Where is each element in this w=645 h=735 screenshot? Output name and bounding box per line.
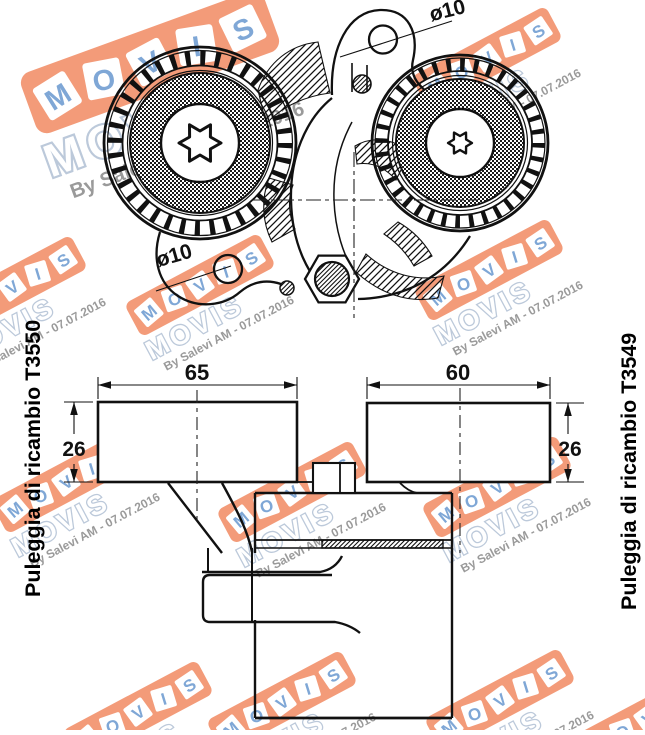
right-pulley-side-profile <box>365 401 552 484</box>
left-pulley-groove-line <box>126 69 274 217</box>
centerlines-front <box>252 152 478 318</box>
side-view: 65 60 26 26 <box>62 360 584 720</box>
movis-watermark <box>0 233 110 381</box>
dim-65-extension-lines <box>97 377 298 399</box>
small-pin-hole <box>279 280 295 296</box>
dim-26l-value: 26 <box>62 438 85 461</box>
body-curved-edge <box>220 482 254 553</box>
dim-26l-arrow-bottom <box>70 469 78 482</box>
body-top-tab <box>311 461 357 495</box>
lower-right-curve <box>357 235 471 301</box>
body-hatched-strip <box>321 539 444 549</box>
hatch-right-rim <box>383 221 433 267</box>
pin-hole-hatched <box>352 74 372 94</box>
left-torx-socket <box>177 123 223 163</box>
body-fillet-curve <box>399 482 418 494</box>
dim-26l-extension-lines <box>64 401 93 483</box>
part-label-right: Puleggia di ricambio T3549 <box>617 333 641 610</box>
dimension-26-left: 26 <box>62 401 93 483</box>
right-pulley <box>370 53 550 233</box>
top-hole-leader-line <box>339 20 453 58</box>
dim-60-arrow-left <box>367 381 380 389</box>
dim-60-arrow-right <box>537 381 550 389</box>
right-pulley-knurl-ring <box>396 79 524 207</box>
hatch-lower-right <box>355 253 445 301</box>
front-view: ø10 ø10 <box>102 0 550 318</box>
body-arm-block <box>201 573 361 634</box>
part-label-left: Puleggia di ricambio T3550 <box>21 320 45 597</box>
bottom-hole-circle <box>212 253 244 285</box>
left-pulley-rib-inner-line <box>121 64 279 222</box>
dim-26r-arrow-top <box>564 403 572 416</box>
dimension-65: 65 <box>97 360 298 399</box>
dim-60-value: 60 <box>446 360 470 385</box>
top-hole-circle <box>367 24 399 55</box>
dim-26r-value: 26 <box>558 438 581 461</box>
right-pulley-rib-outer-line <box>374 57 546 229</box>
left-pulley-side-profile <box>96 400 299 484</box>
body-ledge-line <box>202 555 344 574</box>
left-pulley-rib-outer-line <box>106 49 294 237</box>
right-pulley-rim <box>370 53 550 233</box>
dim-26r-extension-lines <box>556 402 584 483</box>
right-torx-socket <box>446 131 474 155</box>
bottom-hole-diameter-label: ø10 <box>154 240 195 272</box>
side-body <box>167 461 454 720</box>
top-lobe-outline <box>330 8 435 99</box>
dim-60-extension-lines <box>366 377 551 399</box>
left-pulley-rim <box>102 45 298 241</box>
dim-26l-arrow-top <box>70 402 78 415</box>
right-knurl-outer <box>395 78 525 208</box>
left-pulley-knurl-ring <box>130 73 270 213</box>
lower-left-lobe-outline <box>155 231 282 306</box>
dim-65-arrow-left <box>98 381 111 389</box>
left-pulley <box>102 45 298 241</box>
right-pulley-rib-ring <box>375 58 545 228</box>
hex-bore-hatched <box>313 260 351 298</box>
dim-65-arrow-right <box>284 381 297 389</box>
dim-65-value: 65 <box>185 360 209 385</box>
left-knurl-outer <box>129 72 271 214</box>
top-hole-diameter-label: ø10 <box>427 0 468 26</box>
hex-boss <box>303 254 361 304</box>
right-pulley-groove-line <box>391 74 529 212</box>
centerlines-side <box>196 388 461 553</box>
bottom-hole-leader-line <box>155 265 232 292</box>
dimension-60: 60 <box>366 360 551 399</box>
hole-top: ø10 <box>339 0 468 58</box>
left-pulley-rib-ring <box>107 50 293 236</box>
right-pulley-rib-inner-line <box>387 70 533 216</box>
dim-26r-arrow-bottom <box>564 469 572 482</box>
body-diagonal-edge <box>167 482 223 554</box>
movis-watermark <box>58 658 236 735</box>
dimension-26-right: 26 <box>556 402 584 483</box>
